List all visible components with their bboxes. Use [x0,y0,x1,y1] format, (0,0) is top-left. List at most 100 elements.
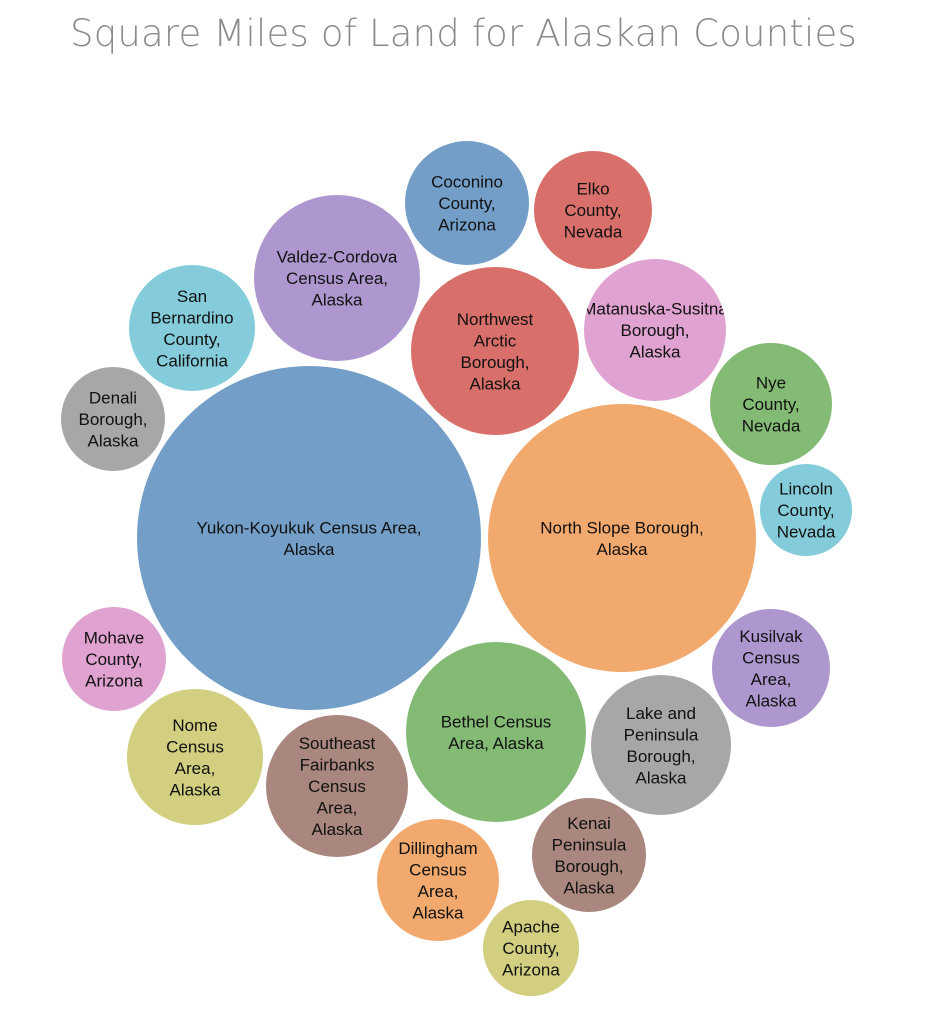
bubble-label-line: Alaska [87,432,139,451]
bubble-label-line: Bernardino [150,308,233,327]
bubble-label-line: Alaska [563,878,615,897]
bubble-label-line: Alaska [635,768,687,787]
bubble-label-line: Alaska [169,780,221,799]
bubble-label-line: Arizona [502,961,560,980]
bubble-label-line: Area, [751,670,792,689]
bubble-label-line: Dillingham [398,839,477,858]
bubble-label-line: Census [409,860,467,879]
bubble-circle [137,366,481,710]
bubble-label-line: Southeast [299,734,376,753]
bubble-label-line: Alaska [629,343,681,362]
bubble-label-line: Fairbanks [300,756,375,775]
bubble-label-line: San [177,287,207,306]
bubble-label-line: Kusilvak [739,627,803,646]
bubble-label-line: Alaska [311,820,363,839]
bubble-label-line: Alaska [469,374,521,393]
bubble-label-line: Area, [175,759,216,778]
bubble-label-line: Nevada [777,523,836,542]
bubble-circle [483,900,579,996]
bubble-label-line: Alaska [412,903,464,922]
bubble-label-line: Arizona [438,216,496,235]
bubble-label-line: Census [166,737,224,756]
bubble-label-line: North Slope Borough, [540,518,704,537]
bubble-circle [710,343,832,465]
bubble-label-line: Borough, [461,353,530,372]
bubble-north-slope-borough-alaska: North Slope Borough, Alaska [488,404,756,672]
bubble-label-line: County, [502,939,559,958]
chart-title: Square Miles of Land for Alaskan Countie… [70,12,857,55]
bubble-circle [62,607,166,711]
bubble-label-line: Mohave [84,629,144,648]
bubble-circle [712,609,830,727]
bubble-label-line: County, [85,650,142,669]
bubble-label-line: Alaska [596,540,648,559]
bubble-circle [406,642,586,822]
bubble-label-line: Valdez-Cordova [277,248,398,267]
bubble-label-line: Yukon-Koyukuk Census Area, [197,518,422,537]
bubble-circle [129,265,255,391]
bubble-circle [127,689,263,825]
bubble-label-line: County, [163,330,220,349]
bubble-label-line: Lincoln [779,480,833,499]
bubble-label-line: Coconino [431,173,503,192]
bubble-label-line: Alaska [745,691,797,710]
bubble-label-line: Borough, [627,747,696,766]
bubble-label-line: Bethel Census [441,712,552,731]
bubble-circle [254,195,420,361]
bubble-label-line: Area, Alaska [448,734,544,753]
bubble-label-line: Borough, [79,410,148,429]
bubble-label-line: Census [308,777,366,796]
bubble-label-line: Elko [576,180,609,199]
bubble-label-line: Area, [418,882,459,901]
bubble-label-line: Area, [317,799,358,818]
bubble-label: Yukon-Koyukuk Census Area, Alaska [197,518,422,559]
bubble-label-line: Census [742,648,800,667]
bubble-circle [534,151,652,269]
bubble-circle [488,404,756,672]
bubble-label-line: Matanuska-Susitna [582,300,728,319]
bubble-label-line: Nevada [564,223,623,242]
bubble-label-line: Alaska [283,540,335,559]
bubble-circle [584,259,726,401]
bubble-circle [411,267,579,435]
bubble-label-line: Nye [756,374,786,393]
bubble-circle [266,715,408,857]
bubble-label-line: Denali [89,389,137,408]
bubble-label-line: County, [777,501,834,520]
bubble-label-line: Arizona [85,672,143,691]
